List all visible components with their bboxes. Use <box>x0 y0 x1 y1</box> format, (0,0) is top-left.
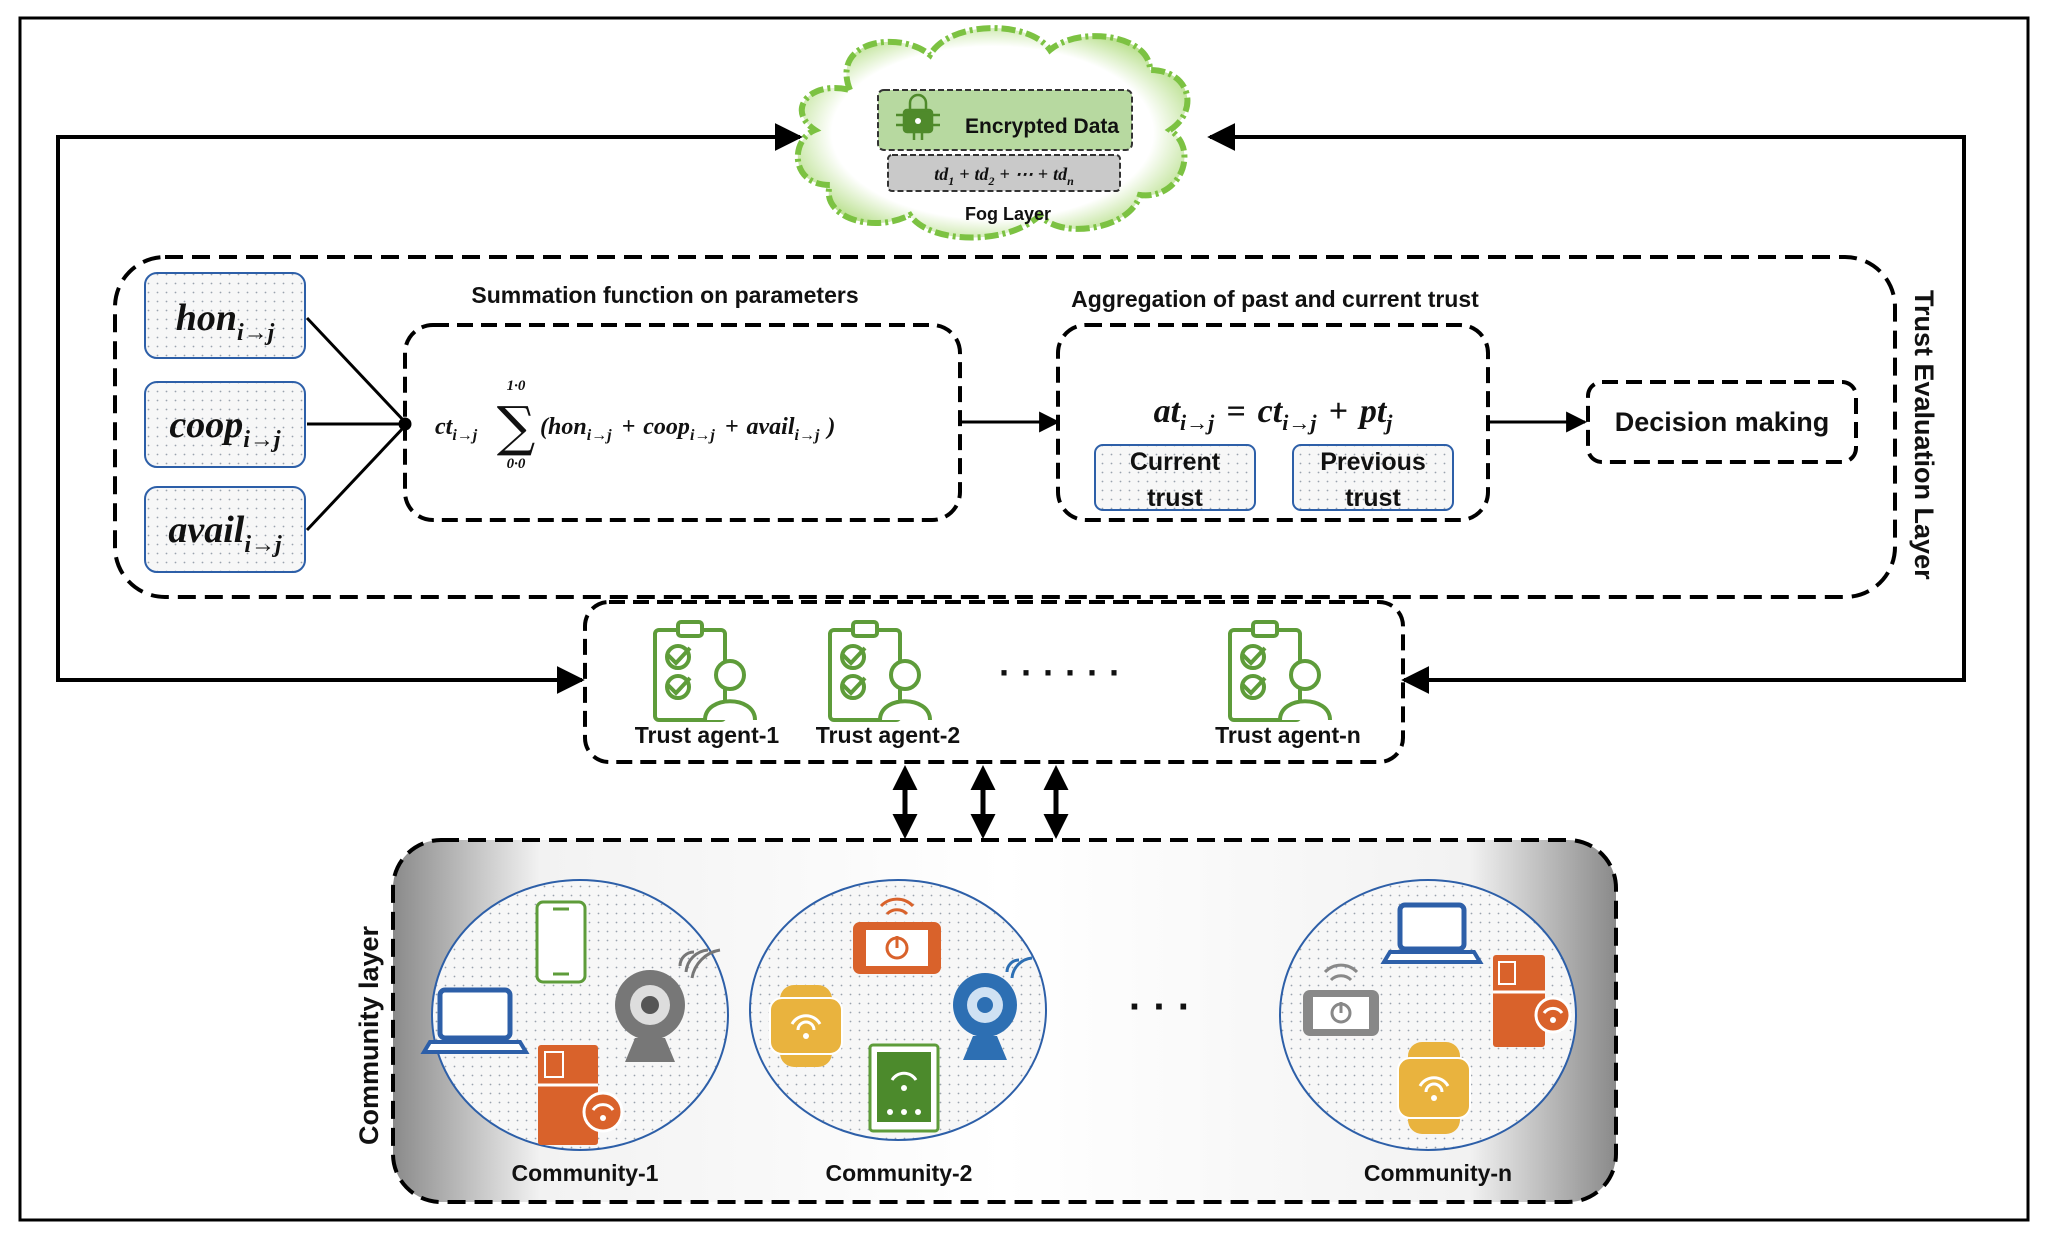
aggregation-box <box>1056 323 1490 522</box>
aggregation-title: Aggregation of past and current trust <box>1071 286 1479 312</box>
trust-agents-container <box>583 600 1405 764</box>
community-2-label: Community-2 <box>826 1160 973 1186</box>
summation-formula: cti→j 1·0 ∑ 0·0 (honi→j+coopi→j+availi→j… <box>435 378 835 472</box>
param-connectors <box>305 316 412 532</box>
smart-fridge-icon <box>1493 955 1572 1047</box>
outer-frame <box>18 16 2030 1222</box>
svg-text:1·0: 1·0 <box>507 378 526 394</box>
router-icon <box>868 1043 940 1133</box>
feedback-loop <box>56 123 1966 694</box>
trust-sum-formula: td1+td2+⋯+tdn <box>934 164 1074 188</box>
community-1: Community-1 <box>420 879 729 1186</box>
tablet-power-icon <box>853 897 941 974</box>
fog-layer-label: Fog Layer <box>965 204 1051 224</box>
aggregation-formula: ati→j=cti→j+ptj <box>1154 393 1394 435</box>
lock-chip-icon <box>896 93 940 140</box>
decision-making-box <box>1586 380 1858 464</box>
previous-trust-box <box>1292 444 1454 511</box>
clipboard-user-icon <box>653 620 757 722</box>
webcam-icon <box>615 948 721 1062</box>
svg-text:(honi→j+coopi→j+availi→j): (honi→j+coopi→j+availi→j) <box>540 414 835 444</box>
laptop-icon <box>420 987 530 1054</box>
laptop-icon <box>1380 902 1484 964</box>
tablet-power-icon <box>1303 963 1379 1036</box>
trust-agents-ellipsis: · · · · · · <box>999 652 1121 693</box>
trust-agent-2-label: Trust agent-2 <box>816 722 960 748</box>
trust-agent-n-label: Trust agent-n <box>1215 722 1361 748</box>
svg-text:∑: ∑ <box>497 395 536 458</box>
clipboard-user-icon <box>828 620 932 722</box>
trust-evaluation-layer <box>113 255 1897 599</box>
trust-agent-n <box>1228 620 1332 722</box>
param-honesty: honi→j <box>176 297 275 346</box>
param-availability: availi→j <box>168 509 282 558</box>
agent-community-links <box>892 765 1069 839</box>
smart-fridge-icon <box>538 1045 624 1145</box>
trust-sum-box <box>887 154 1121 192</box>
param-cooperation-box <box>144 381 306 468</box>
trust-agent-1-label: Trust agent-1 <box>635 722 780 748</box>
smartphone-icon <box>535 900 587 984</box>
encrypted-data-box <box>877 89 1133 151</box>
param-availability-box <box>144 486 306 573</box>
summation-title: Summation function on parameters <box>471 282 858 308</box>
community-1-label: Community-1 <box>512 1160 659 1186</box>
encrypted-data-label: Encrypted Data <box>965 115 1119 138</box>
fog-cloud: Encrypted Data td1+td2+⋯+tdn Fog Layer <box>794 25 1191 241</box>
param-cooperation: coopi→j <box>169 404 281 453</box>
community-2: Community-2 <box>749 879 1047 1186</box>
decision-making-label: Decision making <box>1615 407 1830 437</box>
trust-agent-2 <box>828 620 932 722</box>
param-honesty-box <box>144 272 306 359</box>
summation-box <box>403 323 962 522</box>
trust-agent-1 <box>653 620 757 722</box>
community-layer-label: Community layer <box>354 925 384 1145</box>
parameter-boxes: honi→j coopi→j availi→j <box>144 272 306 573</box>
clipboard-user-icon <box>1228 620 1332 722</box>
svg-text:cti→j: cti→j <box>435 414 478 444</box>
webcam-icon <box>953 956 1033 1060</box>
current-trust-box <box>1094 444 1256 511</box>
smartwatch-icon <box>769 985 843 1067</box>
trust-evaluation-layer-label: Trust Evaluation Layer <box>1909 290 1939 580</box>
community-ellipsis: · · · <box>1129 985 1191 1029</box>
smartwatch-icon <box>1397 1042 1471 1134</box>
community-n-label: Community-n <box>1364 1160 1512 1186</box>
svg-text:0·0: 0·0 <box>507 456 526 472</box>
community-n: Community-n <box>1279 879 1577 1186</box>
